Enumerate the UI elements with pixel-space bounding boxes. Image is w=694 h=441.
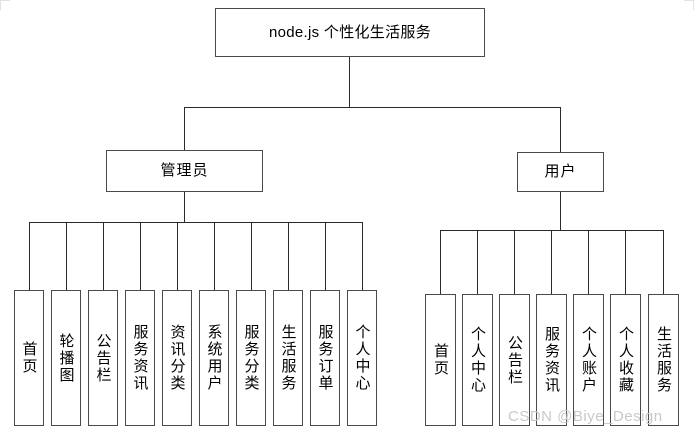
connector-root-stem	[349, 57, 350, 108]
connector-user-leaf-drop-7	[663, 230, 664, 294]
leaf-node-admin-2: 轮播图	[51, 290, 81, 426]
leaf-node-user-3-label: 公告栏	[506, 334, 523, 386]
leaf-node-user-2-label: 个人中心	[469, 326, 486, 394]
leaf-node-user-5: 个人账户	[573, 294, 604, 426]
leaf-node-user-2: 个人中心	[462, 294, 493, 426]
leaf-node-admin-2-label: 轮播图	[57, 332, 75, 384]
connector-admin-leaf-drop-1	[29, 222, 30, 290]
leaf-node-user-7: 生活服务	[648, 294, 679, 426]
connector-admin-leaf-drop-9	[325, 222, 326, 290]
branch-node-user: 用户	[517, 152, 604, 192]
leaf-node-admin-9-label: 服务订单	[316, 324, 334, 392]
leaf-node-admin-1: 首页	[14, 290, 44, 426]
leaf-node-admin-4-label: 服务资讯	[131, 324, 149, 392]
leaf-node-user-1: 首页	[425, 294, 456, 426]
leaf-node-admin-3: 公告栏	[88, 290, 118, 426]
leaf-node-admin-1-label: 首页	[20, 341, 38, 375]
connector-level2-bus	[184, 107, 561, 108]
page-corner-mark-top-right	[684, 0, 694, 10]
leaf-node-admin-7: 服务分类	[236, 290, 266, 426]
connector-user-stem	[560, 192, 561, 230]
leaf-node-admin-6: 系统用户	[199, 290, 229, 426]
connector-user-leaf-drop-6	[625, 230, 626, 294]
leaf-node-admin-5: 资讯分类	[162, 290, 192, 426]
connector-user-leaf-drop-2	[477, 230, 478, 294]
leaf-node-admin-9: 服务订单	[310, 290, 340, 426]
connector-admin-leaf-drop-7	[251, 222, 252, 290]
connector-user-leaf-drop-4	[551, 230, 552, 294]
leaf-node-user-7-label: 生活服务	[655, 326, 672, 394]
connector-admin-leaf-drop-10	[362, 222, 363, 290]
leaf-node-user-6: 个人收藏	[610, 294, 641, 426]
branch-node-user-label: 用户	[544, 163, 577, 181]
leaf-node-user-4-label: 服务资讯	[543, 326, 560, 394]
connector-user-leaf-drop-3	[514, 230, 515, 294]
leaf-node-admin-6-label: 系统用户	[205, 324, 223, 392]
leaf-node-admin-4: 服务资讯	[125, 290, 155, 426]
branch-node-admin: 管理员	[106, 150, 263, 192]
leaf-node-admin-3-label: 公告栏	[94, 332, 112, 384]
leaf-node-user-5-label: 个人账户	[580, 326, 597, 394]
connector-admin-leaf-drop-3	[103, 222, 104, 290]
leaf-node-admin-10: 个人中心	[347, 290, 377, 426]
connector-admin-leaf-drop-6	[214, 222, 215, 290]
leaf-node-user-1-label: 首页	[432, 343, 449, 377]
leaf-node-admin-8: 生活服务	[273, 290, 303, 426]
connector-user-bus	[440, 230, 664, 231]
connector-user-leaf-drop-1	[440, 230, 441, 294]
connector-admin-leaf-drop-4	[140, 222, 141, 290]
leaf-node-admin-7-label: 服务分类	[242, 324, 260, 392]
leaf-node-user-3: 公告栏	[499, 294, 530, 426]
page-corner-mark-top-left	[0, 0, 10, 10]
connector-admin-leaf-drop-8	[288, 222, 289, 290]
leaf-node-admin-8-label: 生活服务	[279, 324, 297, 392]
root-node-system: node.js 个性化生活服务	[215, 8, 485, 57]
connector-drop-user	[560, 107, 561, 153]
connector-admin-leaf-drop-5	[177, 222, 178, 290]
connector-admin-bus	[29, 222, 363, 223]
connector-drop-admin	[184, 107, 185, 151]
leaf-node-admin-10-label: 个人中心	[353, 324, 371, 392]
connector-admin-leaf-drop-2	[66, 222, 67, 290]
connector-user-leaf-drop-5	[588, 230, 589, 294]
leaf-node-admin-5-label: 资讯分类	[168, 324, 186, 392]
leaf-node-user-4: 服务资讯	[536, 294, 567, 426]
root-node-label: node.js 个性化生活服务	[268, 23, 432, 41]
connector-admin-stem	[184, 192, 185, 222]
branch-node-admin-label: 管理员	[160, 162, 209, 180]
leaf-node-user-6-label: 个人收藏	[617, 326, 634, 394]
